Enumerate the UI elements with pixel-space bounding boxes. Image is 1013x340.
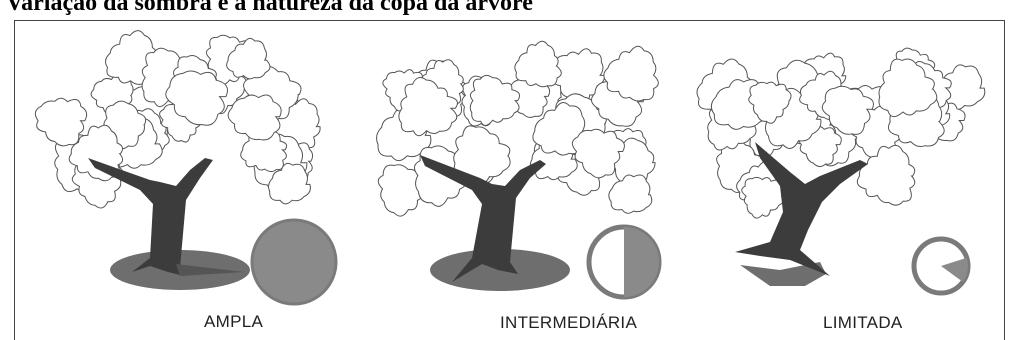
tree-shadow-ray [176,264,244,276]
canopy-leaf-cluster [856,144,916,206]
figure-frame [14,20,1005,340]
canopy-leaf-cluster [469,74,521,126]
canopy-leaf-cluster [741,176,785,219]
canopy-leaf-cluster [453,125,511,185]
canopy-leaf-cluster [268,162,311,205]
canopy-leaf-cluster [608,174,653,214]
canopy-leaf-cluster [227,94,282,141]
canopy-leaf-cluster [514,40,562,88]
tree-label-ampla: AMPLA [204,312,264,331]
canopy-leaf-cluster [748,81,792,124]
tree-intermediaria [376,40,662,300]
canopy-leaf-cluster [571,128,625,179]
canopy-leaf-cluster [377,164,428,217]
tree-canopy [376,40,659,217]
canopy-leaf-cluster [165,70,229,126]
canopy-leaf-cluster [878,58,938,118]
tree-ampla [34,30,338,306]
canopy-leaf-cluster [398,77,458,137]
tree-trunk [88,158,213,276]
shade-pie-full [250,218,338,306]
canopy-leaf-cluster [603,45,659,102]
canopy-leaf-cluster [34,97,88,147]
tree-shadow [740,262,826,286]
figure-heading: Variação da sombra e a natureza da copa … [6,0,533,16]
shade-pie-small [911,236,971,296]
tree-limitada [696,47,986,296]
tree-canopy [34,30,321,209]
tree-trunk [420,155,546,282]
tree-label-intermediaria: INTERMEDIÁRIA [500,313,638,332]
shade-pie-half [586,224,662,300]
tree-trunk [735,142,868,276]
canopy-leaf-cluster [226,37,271,80]
tree-label-limitada: LIMITADA [823,313,903,332]
tree-canopy [696,47,986,219]
canopy-leaf-cluster [821,85,874,135]
